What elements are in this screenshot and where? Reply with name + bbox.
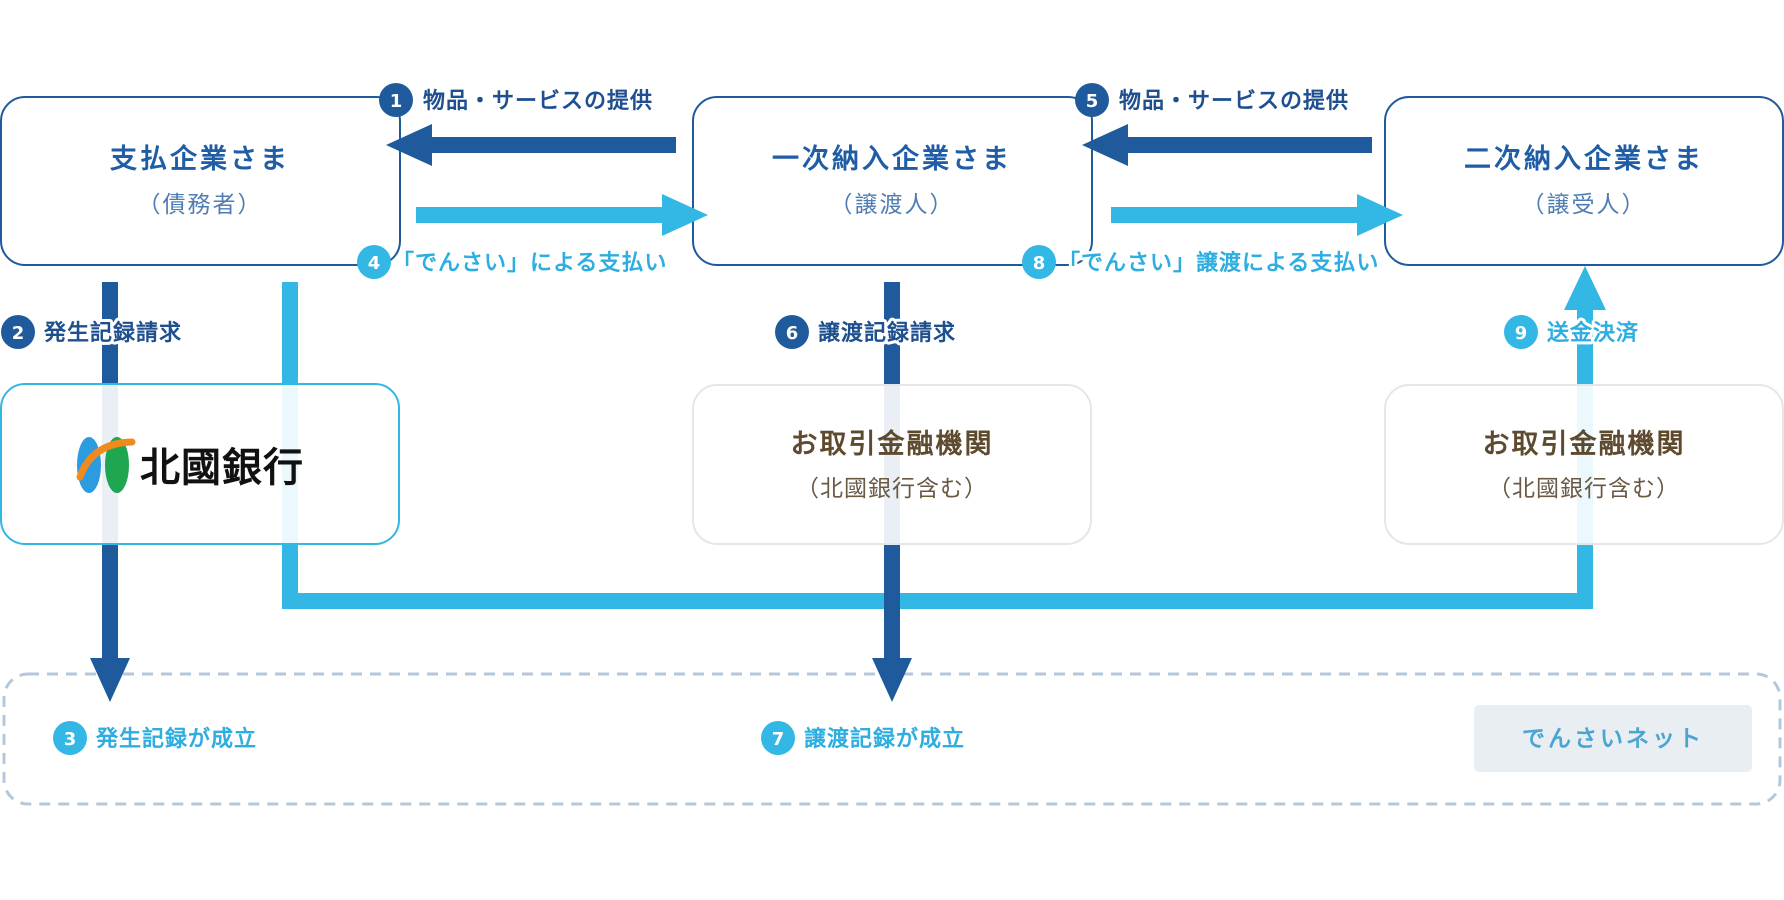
payer-box xyxy=(0,96,401,266)
hokkoku-bank-box xyxy=(0,383,400,545)
step-6-badge xyxy=(775,315,809,349)
step-7-badge xyxy=(761,721,795,755)
payment-route-arrowhead xyxy=(1564,266,1606,310)
step-9-badge xyxy=(1504,315,1538,349)
institution-middle-title: お取引金融機関 xyxy=(791,428,994,460)
step-6-number: 6 xyxy=(786,323,799,344)
goods-arrow-2-shaft xyxy=(1110,137,1372,153)
goods-arrow-1-shaft xyxy=(414,137,676,153)
step-1-badge xyxy=(379,83,413,117)
step-8-badge xyxy=(1022,245,1056,279)
goods-arrow-1-head xyxy=(386,124,432,166)
primary-supplier-box xyxy=(692,96,1093,266)
step-1-label: 物品・サービスの提供 xyxy=(423,88,653,114)
transfer-request-arrowhead xyxy=(872,658,912,702)
primary-supplier-role: （譲渡人） xyxy=(830,192,955,218)
step-5-number: 5 xyxy=(1086,91,1099,112)
step-5-badge xyxy=(1075,83,1109,117)
step-2-label: 発生記録請求 xyxy=(43,320,182,346)
payer-title: 支払企業さま xyxy=(110,143,290,175)
payment-arrow-1-shaft xyxy=(416,207,666,223)
institution-box-right xyxy=(1384,384,1784,545)
step-3-label: 発生記録が成立 xyxy=(95,726,257,752)
step-4-label: 「でんさい」による支払い xyxy=(392,251,667,276)
institution-middle-sub: （北國銀行含む） xyxy=(796,476,988,502)
step-9-number: 9 xyxy=(1515,323,1528,344)
secondary-supplier-title: 二次納入企業さま xyxy=(1464,143,1704,175)
hokkoku-bank-name: 北國銀行 xyxy=(140,445,304,491)
step-6-label: 譲渡記録請求 xyxy=(818,320,956,346)
step-2-number: 2 xyxy=(12,323,25,344)
issuance-request-arrowhead xyxy=(90,658,130,702)
institution-right-sub: （北國銀行含む） xyxy=(1488,476,1680,502)
primary-supplier-title: 一次納入企業さま xyxy=(772,143,1012,175)
payment-arrow-2-head xyxy=(1357,194,1403,236)
step-9-label: 送金決済 xyxy=(1547,320,1639,346)
step-3-badge xyxy=(53,721,87,755)
step-7-number: 7 xyxy=(772,729,785,750)
secondary-supplier-role: （譲受人） xyxy=(1522,192,1647,218)
step-8-label: 「でんさい」譲渡による支払い xyxy=(1058,250,1379,276)
step-4-badge xyxy=(357,245,391,279)
institution-box-middle xyxy=(692,384,1092,545)
payer-role: （債務者） xyxy=(138,192,263,218)
goods-arrow-2-head xyxy=(1082,124,1128,166)
step-4-number: 4 xyxy=(368,253,381,274)
hokkoku-bank-logo-icon xyxy=(76,437,136,493)
step-7-label: 譲渡記録が成立 xyxy=(804,726,965,752)
step-5-label: 物品・サービスの提供 xyxy=(1119,88,1349,114)
step-8-number: 8 xyxy=(1033,253,1046,274)
step-1-number: 1 xyxy=(390,91,403,112)
densai-net-badge xyxy=(1474,705,1752,772)
step-3-number: 3 xyxy=(64,729,77,750)
densai-net-label: でんさいネット xyxy=(1522,726,1704,752)
step-2-badge xyxy=(1,315,35,349)
payment-arrow-2-shaft xyxy=(1111,207,1361,223)
institution-right-title: お取引金融機関 xyxy=(1483,428,1686,460)
secondary-supplier-box xyxy=(1384,96,1784,266)
payment-arrow-1-head xyxy=(662,194,708,236)
